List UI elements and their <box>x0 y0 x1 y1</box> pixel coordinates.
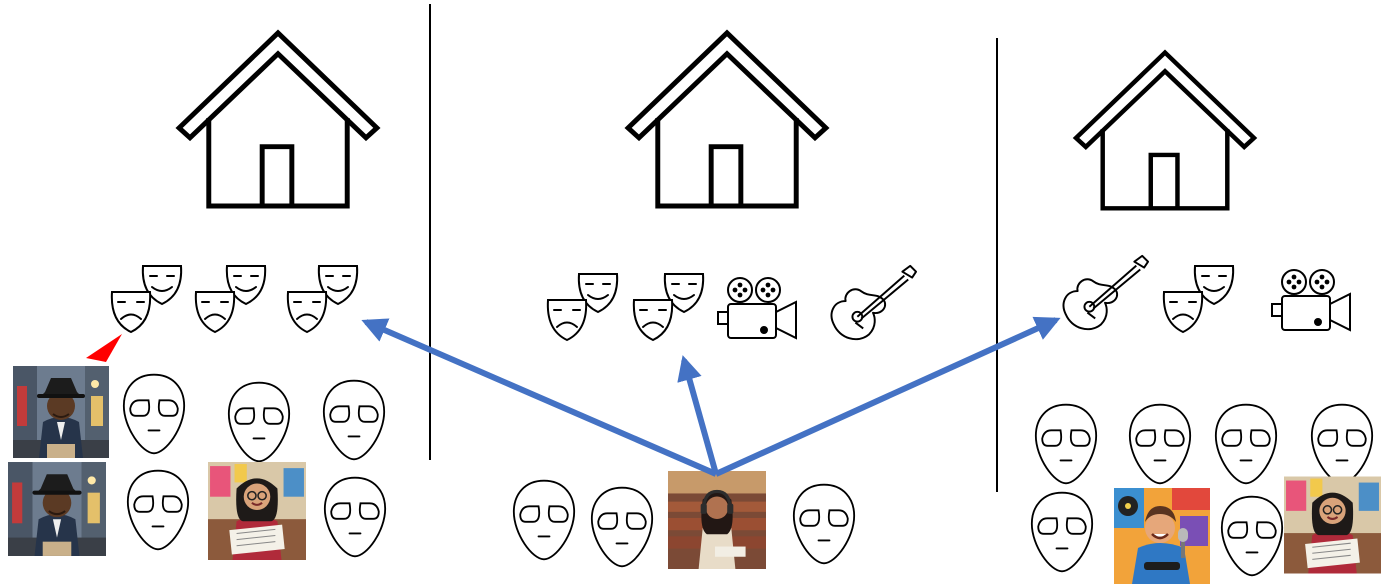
alien-face-icon <box>126 469 190 551</box>
alien-face-icon <box>1128 403 1192 485</box>
theater-masks-icon <box>1162 265 1235 333</box>
theater-masks-icon <box>286 265 359 333</box>
movie-camera-icon <box>717 277 797 339</box>
theater-masks-icon <box>546 273 619 341</box>
person-portrait-woman-reading <box>1284 475 1381 575</box>
red-arrowhead <box>86 334 122 362</box>
alien-face-icon <box>322 379 386 461</box>
person-portrait-man-comedy-mic <box>1113 488 1211 584</box>
person-portrait-man-fedora <box>8 462 106 556</box>
arrow-to-left-activities <box>361 318 718 477</box>
alien-face-icon <box>1034 403 1098 485</box>
movie-camera-icon <box>1271 269 1351 331</box>
arrow-to-right-activities <box>714 316 1061 477</box>
alien-face-icon <box>1214 403 1278 485</box>
arrow-to-middle-activities <box>677 355 719 475</box>
alien-face-icon <box>1310 403 1374 485</box>
theater-masks-icon <box>194 265 267 333</box>
alien-face-icon <box>323 476 387 558</box>
house-icon <box>1076 53 1254 209</box>
alien-face-icon <box>1220 495 1284 577</box>
alien-face-icon <box>792 483 856 565</box>
guitar-icon <box>830 264 918 341</box>
person-portrait-woman-reading <box>208 462 306 560</box>
alien-face-icon <box>122 373 186 455</box>
house-icon <box>628 33 826 206</box>
alien-face-icon <box>512 479 576 561</box>
guitar-icon <box>1062 254 1150 331</box>
house-icon <box>179 33 377 206</box>
theater-masks-icon <box>632 273 705 341</box>
alien-face-icon <box>590 486 654 568</box>
alien-face-icon <box>1030 491 1094 573</box>
person-portrait-man-fedora <box>13 366 109 458</box>
alien-face-icon <box>227 381 291 463</box>
person-portrait-woman-headphones-theater <box>668 471 766 569</box>
theater-masks-icon <box>110 265 183 333</box>
